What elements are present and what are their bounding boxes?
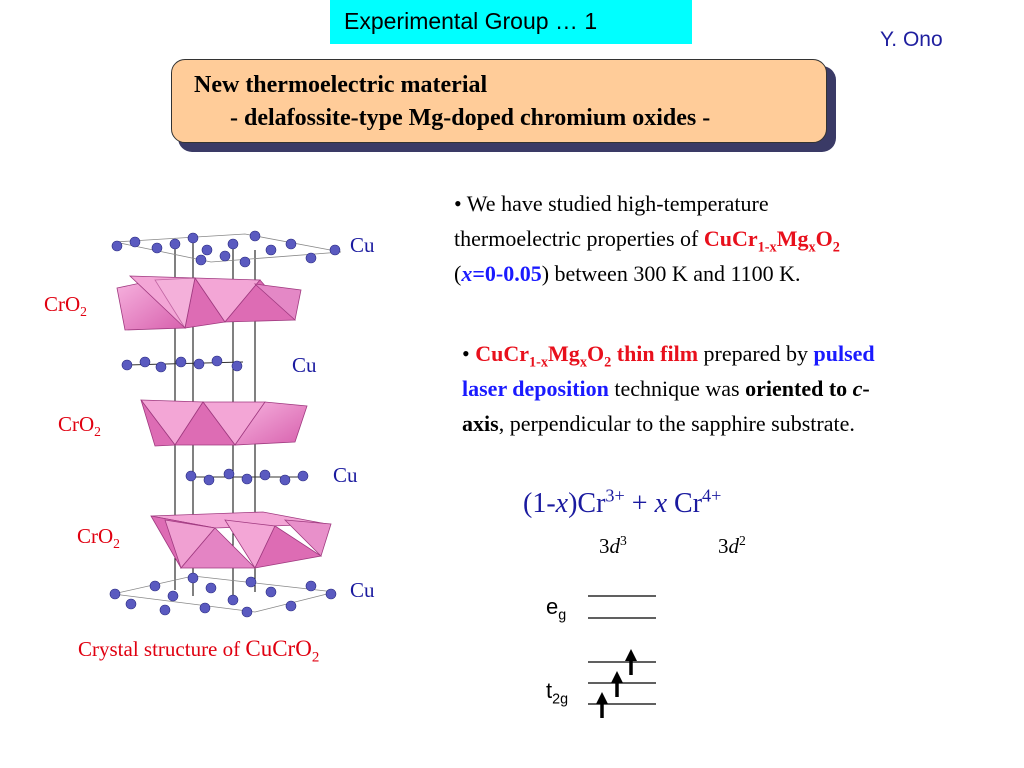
header-tab: Experimental Group … 1	[330, 0, 692, 44]
ion-equation: (1-x)Cr3+ + x Cr4+	[523, 485, 722, 519]
bullet-2-line-3: axis, perpendicular to the sapphire subs…	[462, 411, 855, 436]
layer-label-cu-2: Cu	[292, 353, 317, 377]
bullet-1: • We have studied high-temperature therm…	[454, 186, 994, 291]
spin-up-arrow-3	[625, 649, 637, 675]
bullet-2-line-2: laser deposition technique was oriented …	[462, 376, 870, 401]
spin-up-arrow-2	[611, 671, 623, 697]
layer-label-cro2-3: CrO2	[77, 524, 120, 552]
label-t2g: t2g	[546, 678, 569, 708]
title-line-1: New thermoelectric material	[194, 72, 488, 98]
layer-label-cro2-1: CrO2	[44, 292, 87, 320]
bullet-2: • CuCr1-xMgxO2 thin film prepared by pul…	[462, 336, 1007, 441]
formula-cucrmgo: CuCr1-xMgxO2	[703, 226, 840, 256]
crystal-structure-figure	[109, 230, 342, 618]
cu-layer-middle-2	[185, 468, 309, 486]
config-3d3: 3d3	[599, 533, 627, 558]
bullet-1-line-1: • We have studied high-temperature	[454, 191, 769, 216]
cro2-layer-1	[116, 275, 302, 331]
cro2-layer-3	[150, 511, 332, 569]
energy-level-diagram	[588, 595, 656, 718]
cu-layer-top	[111, 230, 342, 268]
cu-layer-bottom	[109, 572, 337, 618]
layer-label-cu-1: Cu	[350, 233, 375, 257]
cu-layer-middle-1	[121, 355, 244, 373]
header-title: Experimental Group … 1	[344, 8, 598, 34]
figure-caption: Crystal structure of CuCrO2	[78, 636, 320, 666]
title-box: New thermoelectric material - delafossit…	[171, 59, 827, 143]
layer-label-cro2-2: CrO2	[58, 412, 101, 440]
spin-up-arrow-1	[596, 692, 608, 718]
bullet-1-line-2: thermoelectric properties of CuCr1-xMgxO…	[454, 226, 840, 256]
layer-label-cu-4: Cu	[350, 578, 375, 602]
layer-label-cu-3: Cu	[333, 463, 358, 487]
title-line-2: - delafossite-type Mg-doped chromium oxi…	[230, 105, 711, 131]
config-3d2: 3d2	[718, 533, 746, 558]
cro2-layer-2	[140, 399, 308, 447]
bullet-2-line-1: • CuCr1-xMgxO2 thin film prepared by pul…	[462, 341, 875, 371]
bullet-1-line-3: (x=0-0.05) between 300 K and 1100 K.	[454, 261, 801, 286]
label-eg: eg	[546, 594, 567, 624]
author-name: Y. Ono	[880, 28, 943, 51]
